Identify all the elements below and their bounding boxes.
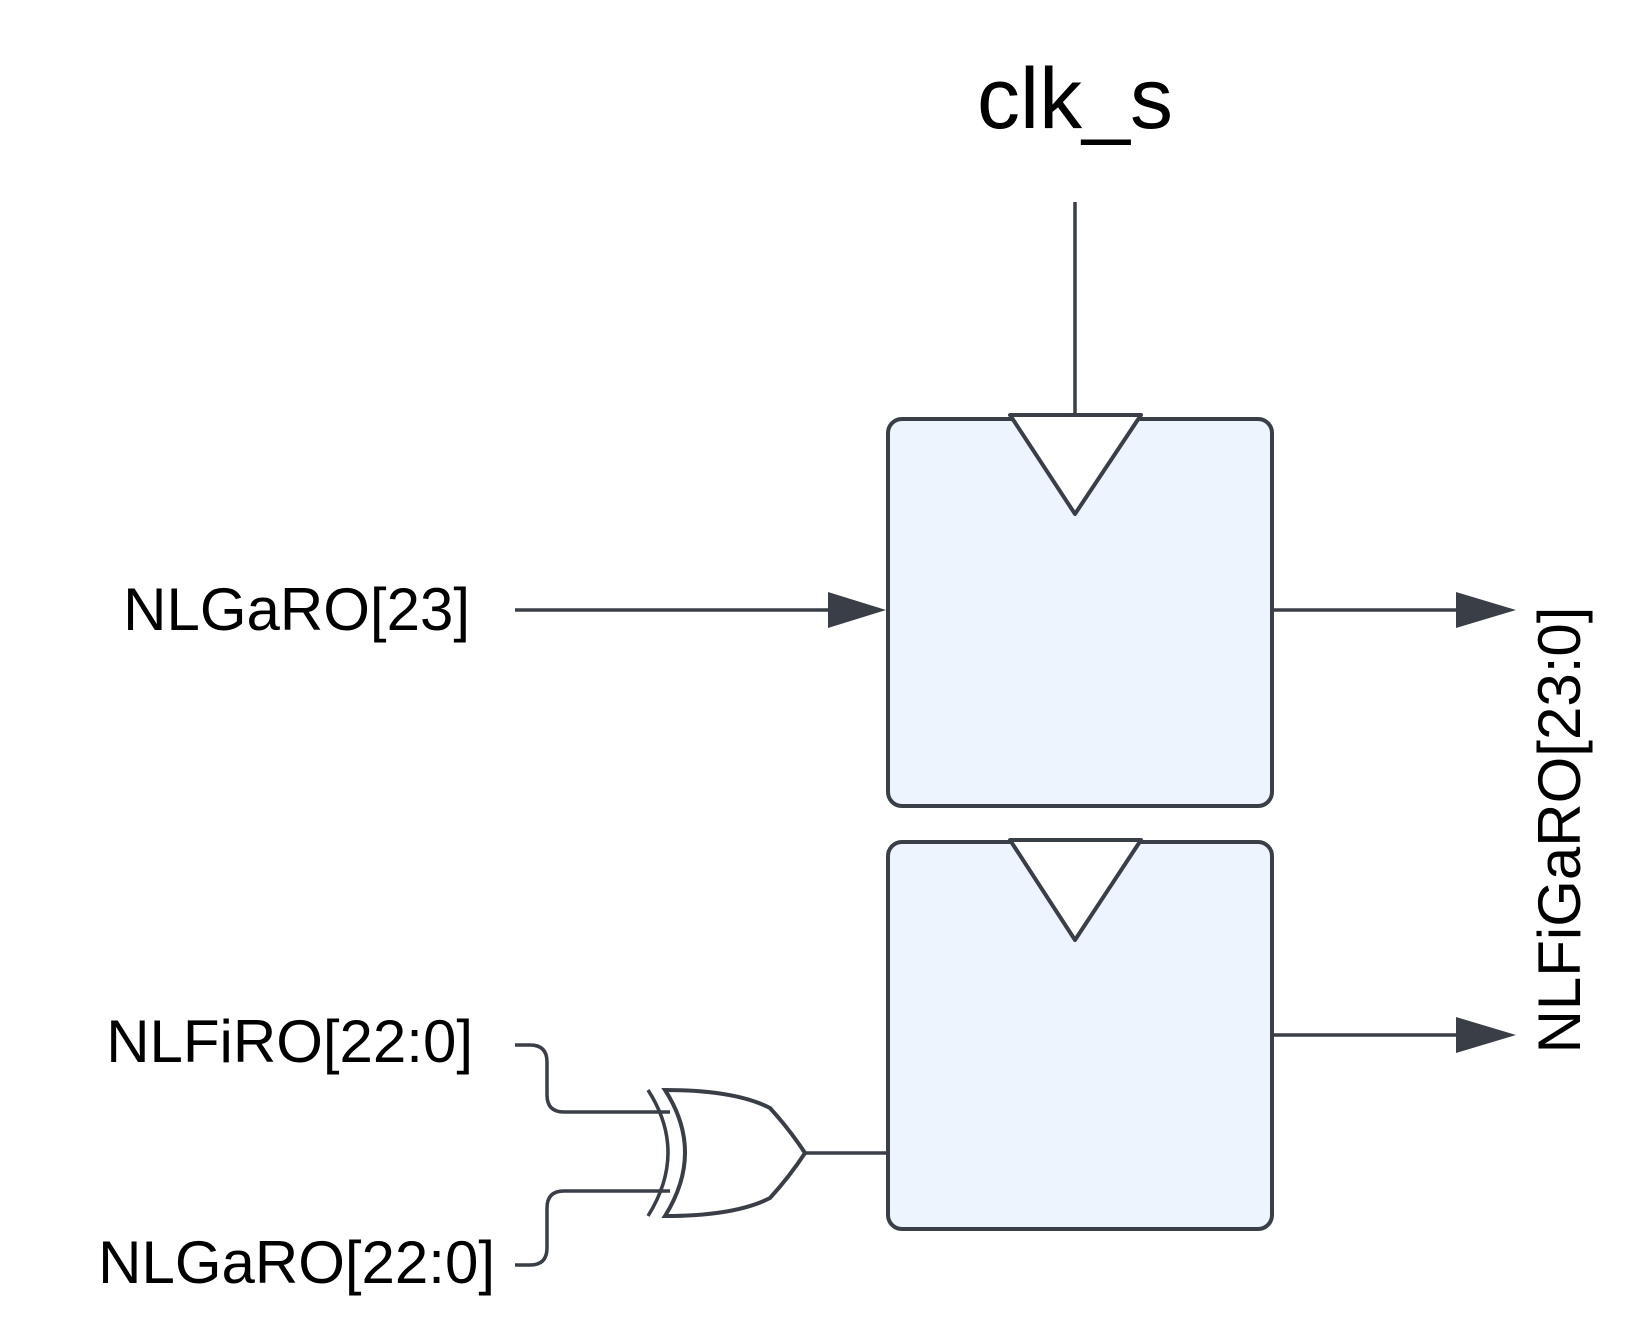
xor-gate-icon bbox=[646, 1087, 808, 1219]
input-top-label: NLGaRO[23] bbox=[123, 576, 470, 643]
output-lower-arrow-icon bbox=[1456, 1017, 1516, 1053]
input-ga-label: NLGaRO[22:0] bbox=[98, 1229, 495, 1296]
output-label: NLFiGaRO[23:0] bbox=[1526, 607, 1593, 1054]
output-upper-arrow-icon bbox=[1456, 592, 1516, 628]
input-fi-wire bbox=[515, 1043, 670, 1114]
clock-triangle-icon-lower bbox=[1008, 838, 1143, 942]
clock-label: clk_s bbox=[977, 51, 1173, 147]
input-fi-label: NLFiRO[22:0] bbox=[106, 1008, 473, 1075]
input-ga-wire bbox=[515, 1189, 670, 1267]
clock-triangle-icon bbox=[1008, 413, 1143, 516]
input-top-arrow-icon bbox=[828, 592, 886, 628]
